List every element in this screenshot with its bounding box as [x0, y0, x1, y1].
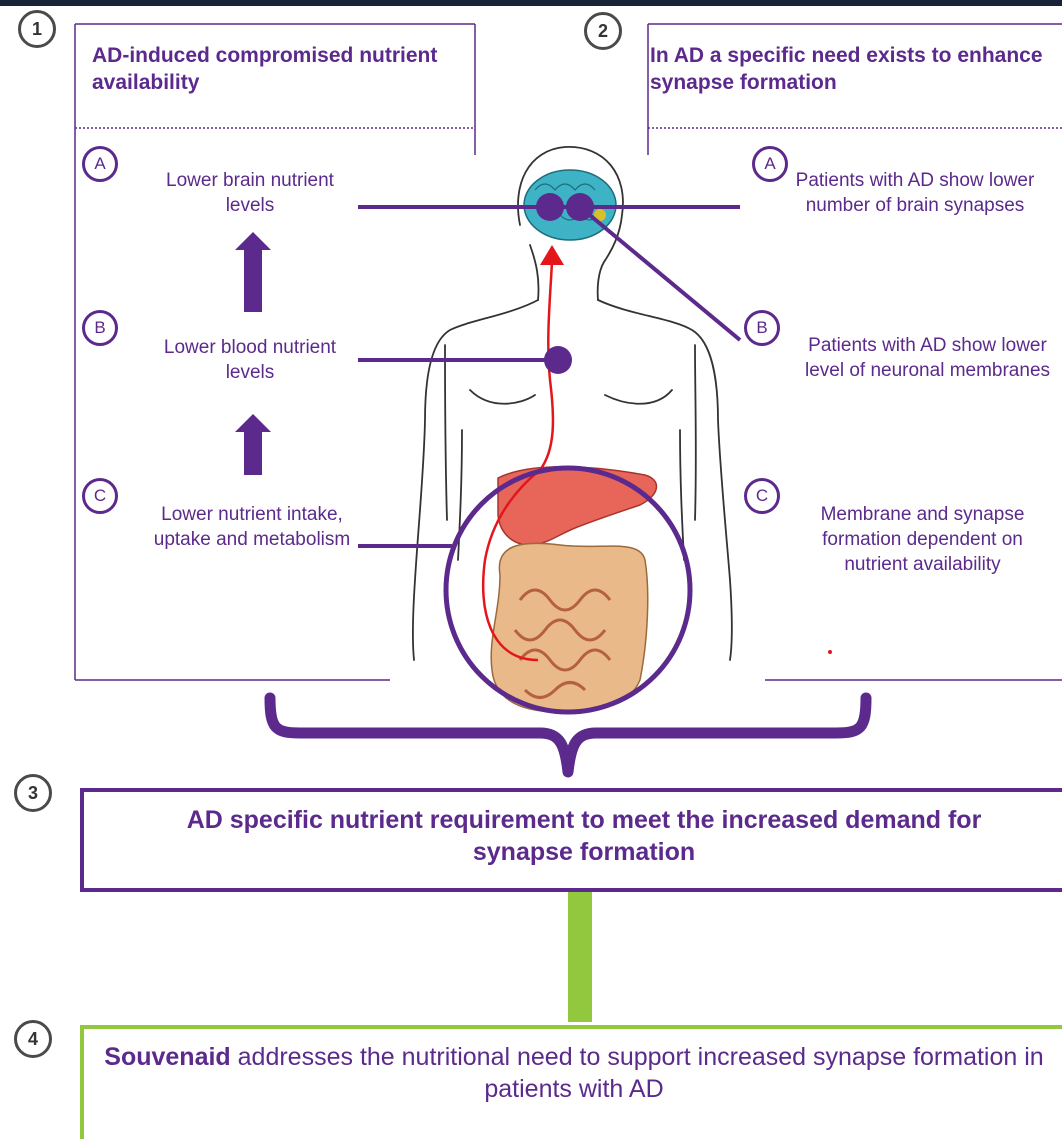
souvenaid-statement: addresses the nutritional need to suppor… [231, 1043, 1044, 1103]
panel-2-item-b-text: Patients with AD show lower level of neu… [795, 333, 1060, 383]
requirement-text: AD specific nutrient requirement to meet… [144, 804, 1024, 868]
souvenaid-text: Souvenaid addresses the nutritional need… [104, 1041, 1044, 1105]
step-1-badge: 1 [18, 10, 56, 48]
panel-2-heading: In AD a specific need exists to enhance … [650, 42, 1060, 96]
top-strip [0, 0, 1062, 6]
step-3-badge: 3 [14, 774, 52, 812]
panel-2-item-a-text: Patients with AD show lower number of br… [795, 168, 1035, 218]
panel-1-item-c-text: Lower nutrient intake, uptake and metabo… [152, 502, 352, 552]
panel-1-item-a-badge: A [82, 146, 118, 182]
panel-2-item-c-badge: C [744, 478, 780, 514]
step-4-badge: 4 [14, 1020, 52, 1058]
panel-1-heading: AD-induced compromised nutrient availabi… [92, 42, 462, 96]
panel-1-item-b-text: Lower blood nutrient levels [160, 335, 340, 385]
souvenaid-box: Souvenaid addresses the nutritional need… [80, 1025, 1062, 1139]
panel-2-item-c-text: Membrane and synapse formation dependent… [805, 502, 1040, 577]
panel-2-item-b-badge: B [744, 310, 780, 346]
panel-1-item-b-badge: B [82, 310, 118, 346]
panel-2-item-a-badge: A [752, 146, 788, 182]
souvenaid-brand: Souvenaid [104, 1043, 230, 1071]
panel-1-item-c-badge: C [82, 478, 118, 514]
panel-1-item-a-text: Lower brain nutrient levels [160, 168, 340, 218]
step-2-badge: 2 [584, 12, 622, 50]
requirement-box: AD specific nutrient requirement to meet… [80, 788, 1062, 892]
intestine-icon [491, 543, 648, 712]
